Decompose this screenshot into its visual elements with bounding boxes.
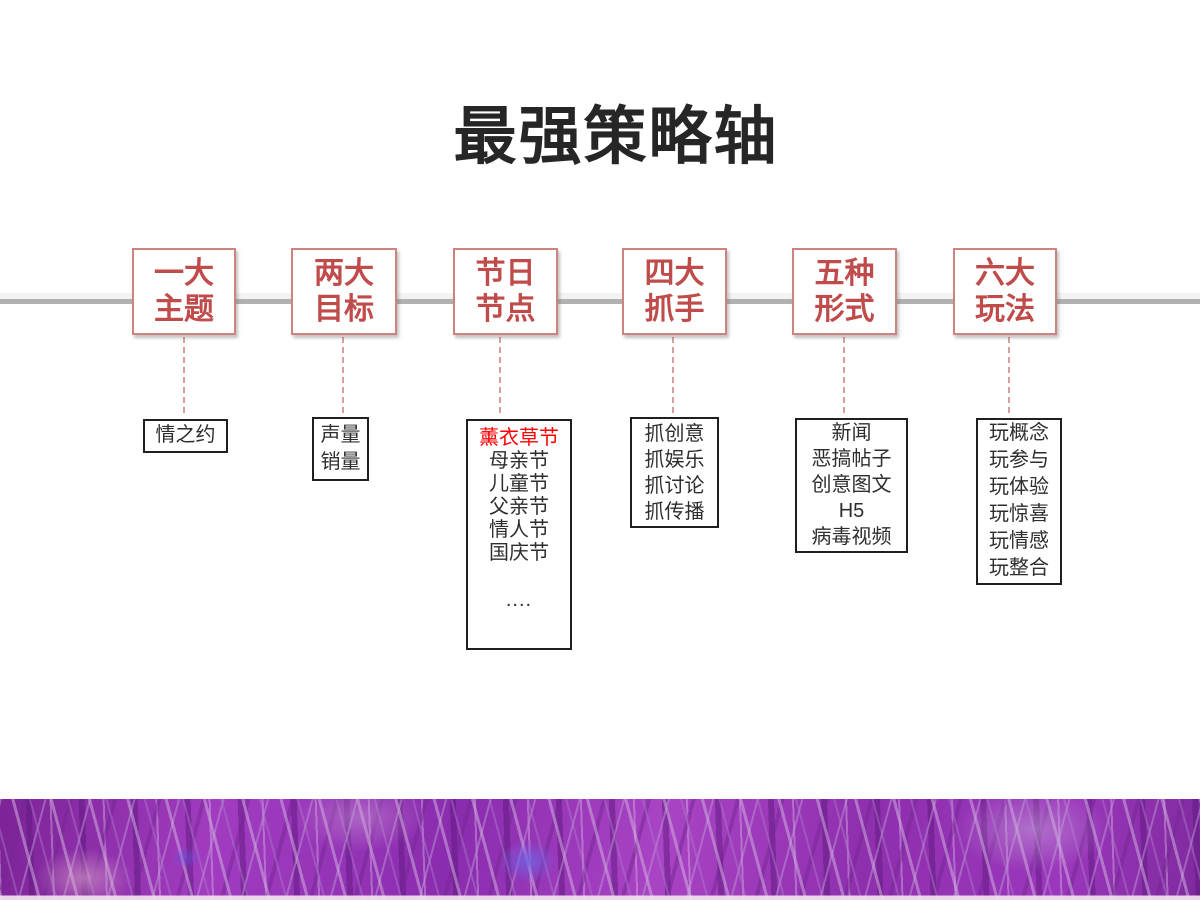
timeline-axis — [0, 293, 1200, 304]
stage-label-line: 玩法 — [975, 292, 1035, 326]
stage-box-grips: 四大 抓手 — [622, 248, 727, 335]
detail-item: 抓创意 — [644, 423, 705, 445]
detail-item-highlight: 薰衣草节 — [479, 427, 559, 449]
detail-item: 玩情感 — [989, 530, 1049, 552]
stage-box-theme: 一大 主题 — [132, 248, 236, 335]
stage-label-line: 主题 — [154, 292, 214, 326]
detail-item: 情人节 — [489, 519, 549, 541]
connector-grips — [672, 337, 674, 413]
detail-item: 玩概念 — [989, 422, 1049, 444]
stage-label-line: 目标 — [314, 292, 374, 326]
detail-item: 声量 — [320, 424, 361, 446]
detail-box-forms: 新闻 恶搞帖子 创意图文 H5 病毒视频 — [795, 418, 908, 553]
connector-forms — [843, 337, 845, 413]
detail-item: 抓讨论 — [644, 475, 705, 497]
connector-theme — [183, 337, 185, 413]
detail-item: 儿童节 — [489, 473, 549, 495]
detail-item: 病毒视频 — [811, 526, 892, 548]
connector-plays — [1008, 337, 1010, 413]
detail-box-grips: 抓创意 抓娱乐 抓讨论 抓传播 — [630, 417, 719, 528]
stage-box-goals: 两大 目标 — [291, 248, 397, 335]
stage-box-festivals: 节日 节点 — [453, 248, 558, 335]
detail-item: 恶搞帖子 — [811, 448, 892, 470]
detail-item: 情之约 — [155, 424, 216, 446]
detail-item-ellipsis: .... — [505, 589, 533, 611]
lavender-field-photo — [0, 799, 1200, 900]
slide-title: 最强策略轴 — [453, 102, 779, 172]
detail-box-theme: 情之约 — [143, 419, 228, 453]
detail-item: 玩体验 — [989, 476, 1049, 498]
stage-label-line: 两大 — [314, 256, 374, 290]
detail-item: 新闻 — [831, 422, 872, 444]
detail-item: 玩整合 — [989, 557, 1049, 579]
stage-label-line: 五种 — [814, 256, 875, 290]
detail-item: 创意图文 — [811, 474, 892, 496]
detail-item: 母亲节 — [489, 450, 549, 472]
stage-box-plays: 六大 玩法 — [953, 248, 1057, 335]
detail-box-festivals: 薰衣草节 母亲节 儿童节 父亲节 情人节 国庆节 .... — [466, 419, 572, 650]
stage-label-line: 节日 — [475, 256, 536, 290]
stage-label-line: 四大 — [644, 256, 705, 290]
detail-item: 玩参与 — [989, 449, 1049, 471]
detail-box-goals: 声量 销量 — [312, 417, 369, 481]
connector-goals — [342, 337, 344, 413]
stage-label-line: 一大 — [154, 256, 214, 290]
connector-festivals — [499, 337, 501, 413]
detail-item: 国庆节 — [489, 542, 549, 564]
detail-item: 销量 — [320, 451, 361, 473]
stage-box-forms: 五种 形式 — [792, 248, 897, 335]
detail-item: H5 — [838, 500, 865, 522]
detail-item: 抓娱乐 — [644, 449, 705, 471]
detail-item: 抓传播 — [644, 501, 705, 523]
stage-label-line: 抓手 — [644, 292, 705, 326]
stage-label-line: 节点 — [475, 292, 536, 326]
stage-label-line: 形式 — [814, 292, 875, 326]
detail-item: 玩惊喜 — [989, 503, 1049, 525]
stage-label-line: 六大 — [975, 256, 1035, 290]
detail-box-plays: 玩概念 玩参与 玩体验 玩惊喜 玩情感 玩整合 — [976, 418, 1062, 585]
detail-item: 父亲节 — [489, 496, 549, 518]
